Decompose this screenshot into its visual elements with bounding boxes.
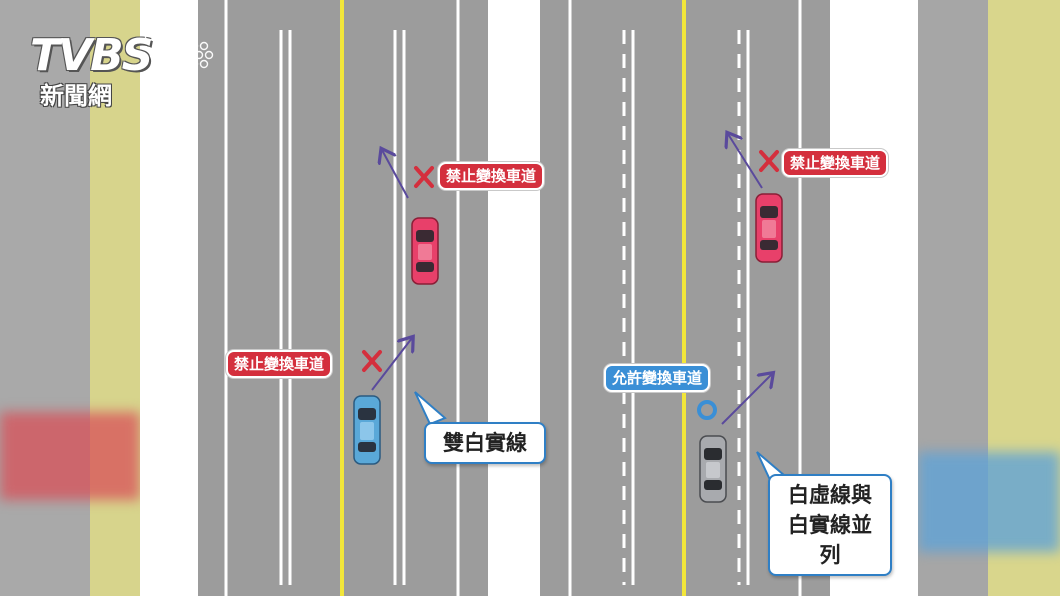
forbid-lane-change-tag: 禁止變換車道 [784, 151, 887, 175]
car-icon [755, 193, 783, 263]
arrow-icon [728, 134, 763, 189]
arrow-icon [371, 338, 412, 391]
forbid-lane-change-tag: 禁止變換車道 [228, 352, 331, 376]
callout-text: 雙白實線 [443, 431, 527, 455]
circle-mark-icon [697, 400, 717, 420]
road-illustration [198, 0, 830, 596]
arrow-icon [721, 374, 772, 425]
lane-diagram: 禁止變換車道 禁止變換車道 禁止變換車道 允許變換車道 雙白實線 白虛線與 白實… [140, 0, 918, 596]
car-icon [699, 435, 727, 503]
tvbs-logo: TVBS 新聞網 [30, 20, 220, 115]
cross-mark-icon [759, 150, 779, 172]
background-blur-band [918, 452, 1060, 552]
callout-pointer [414, 391, 447, 426]
logo-subtitle: 新聞網 [40, 82, 112, 110]
car-icon [353, 395, 381, 465]
logo-dot-pattern-icon [144, 23, 214, 105]
background-blur-band [0, 412, 140, 500]
dashed-solid-line-callout: 白虛線與 白實線並列 [768, 474, 892, 576]
allow-lane-change-tag: 允許變換車道 [606, 366, 709, 390]
double-white-line-callout: 雙白實線 [424, 422, 546, 464]
callout-text-line-2: 白實線並列 [788, 513, 872, 567]
logo-brand: TVBS [30, 30, 153, 81]
arrow-icon [382, 150, 409, 199]
cross-mark-icon [414, 166, 434, 188]
callout-text-line-1: 白虛線與 [788, 483, 872, 507]
background-left [0, 0, 140, 596]
forbid-lane-change-tag: 禁止變換車道 [440, 164, 543, 188]
background-right [918, 0, 1060, 596]
cross-mark-icon [362, 350, 382, 372]
car-icon [411, 217, 439, 285]
